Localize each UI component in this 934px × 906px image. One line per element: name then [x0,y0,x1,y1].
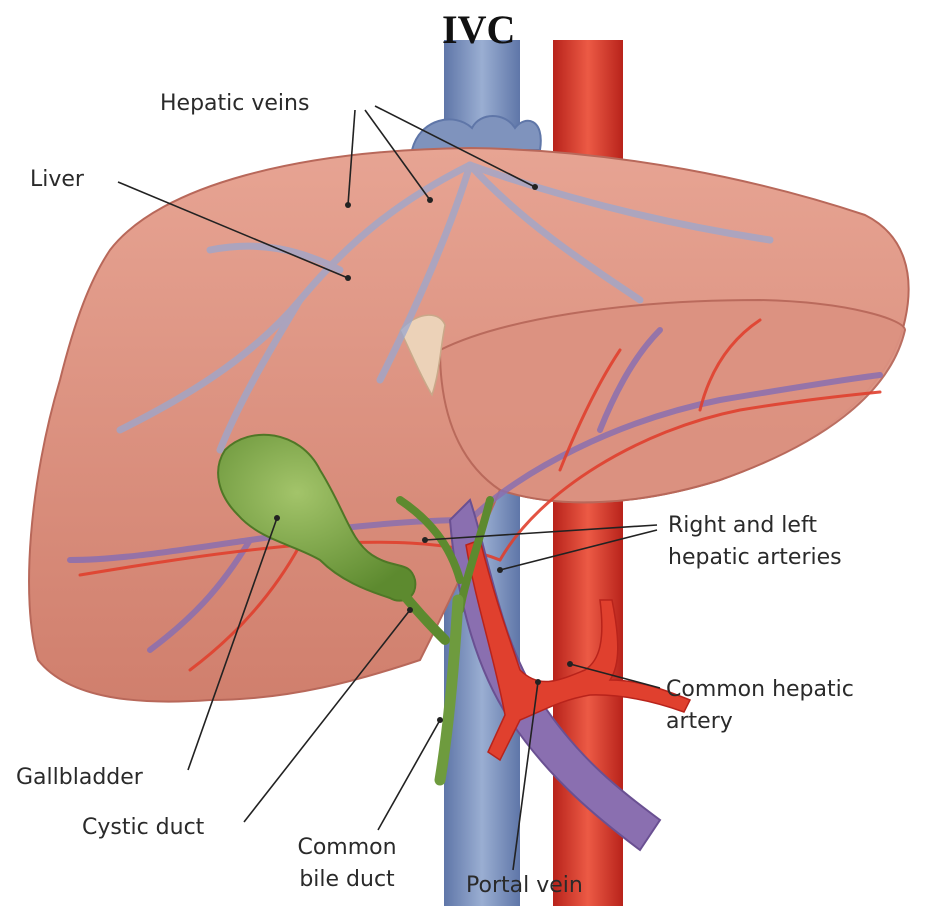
cystic-duct-label: Cystic duct [82,814,204,842]
liver-label: Liver [30,166,84,194]
ivc-label: IVC [442,6,515,53]
common-bile-duct-label-1: Common [282,834,412,862]
left-lobe [440,300,905,502]
right-left-arteries-label-2: hepatic arteries [668,544,842,572]
hepatic-veins-label: Hepatic veins [160,90,309,118]
hepatic-vein-stubs [412,116,541,150]
common-hepatic-label-1: Common hepatic [666,676,854,704]
leader-common-bile-duct [378,720,440,830]
right-left-arteries-label-1: Right and left [668,512,817,540]
gallbladder-label: Gallbladder [16,764,143,792]
portal-vein-label: Portal vein [466,872,583,900]
common-bile-duct-label-2: bile duct [282,866,412,894]
common-hepatic-label-2: artery [666,708,733,736]
